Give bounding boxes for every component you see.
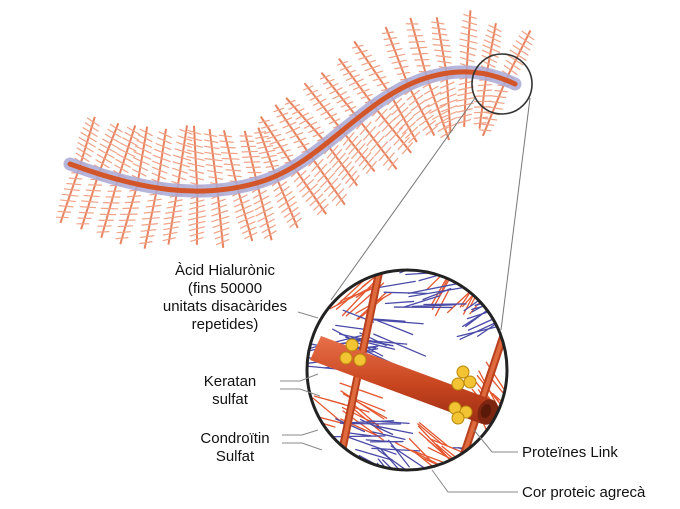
proteoglycan-bristle [77, 174, 104, 230]
proteoglycan-bristle [188, 191, 206, 245]
proteoglycan-bristle [431, 17, 452, 73]
proteoglycan-bristle [187, 126, 205, 191]
proteoglycan-bristle [252, 183, 276, 240]
proteoglycan-bristle [139, 188, 162, 249]
hyaluronic-acid-label: Àcid Hialurònic (fins 50000 unitats disa… [150, 262, 300, 334]
proteoglycan-bristle [172, 125, 193, 190]
proteoglycan-bristle [240, 131, 262, 183]
proteoglycan-bristle [204, 129, 223, 190]
link-protein [464, 376, 476, 388]
proteoglycan-bristle [352, 41, 392, 94]
core-protein-label: Cor proteic agrecà [522, 484, 645, 502]
link-protein [340, 352, 352, 364]
link-protein [354, 354, 366, 366]
proteoglycan-bristle [459, 10, 477, 72]
proteoglycan-bristle [163, 190, 183, 244]
proteoglycan-bristle [406, 18, 432, 78]
proteoglycan-bristle [481, 23, 501, 74]
proteoglycan-bristle [132, 127, 153, 185]
proteoglycan-bristle [272, 176, 302, 228]
aggrecan-aggregate [56, 10, 534, 248]
link-proteins-label: Proteïnes Link [522, 444, 618, 462]
keratan-sulfate-label: Keratan sulfat [180, 373, 280, 409]
proteoglycan-bristle [274, 105, 313, 156]
proteoglycan-bristle [152, 129, 172, 188]
chondroitin-sulfate-label: Condroïtin Sulfat [185, 430, 285, 466]
proteoglycan-bristle [97, 180, 123, 238]
zoom-connector-right [501, 98, 530, 330]
link-protein [452, 378, 464, 390]
proteoglycan-bristle [116, 184, 143, 244]
link-protein [452, 412, 464, 424]
magnified-view [297, 246, 539, 505]
proteoglycan-bristles [56, 10, 534, 248]
link-protein [346, 339, 358, 351]
proteoglycan-bristle [232, 187, 257, 240]
proteoglycan-bristle [56, 167, 84, 222]
proteoglycan-bristle [382, 27, 412, 85]
proteoglycan-bristle [211, 190, 229, 248]
